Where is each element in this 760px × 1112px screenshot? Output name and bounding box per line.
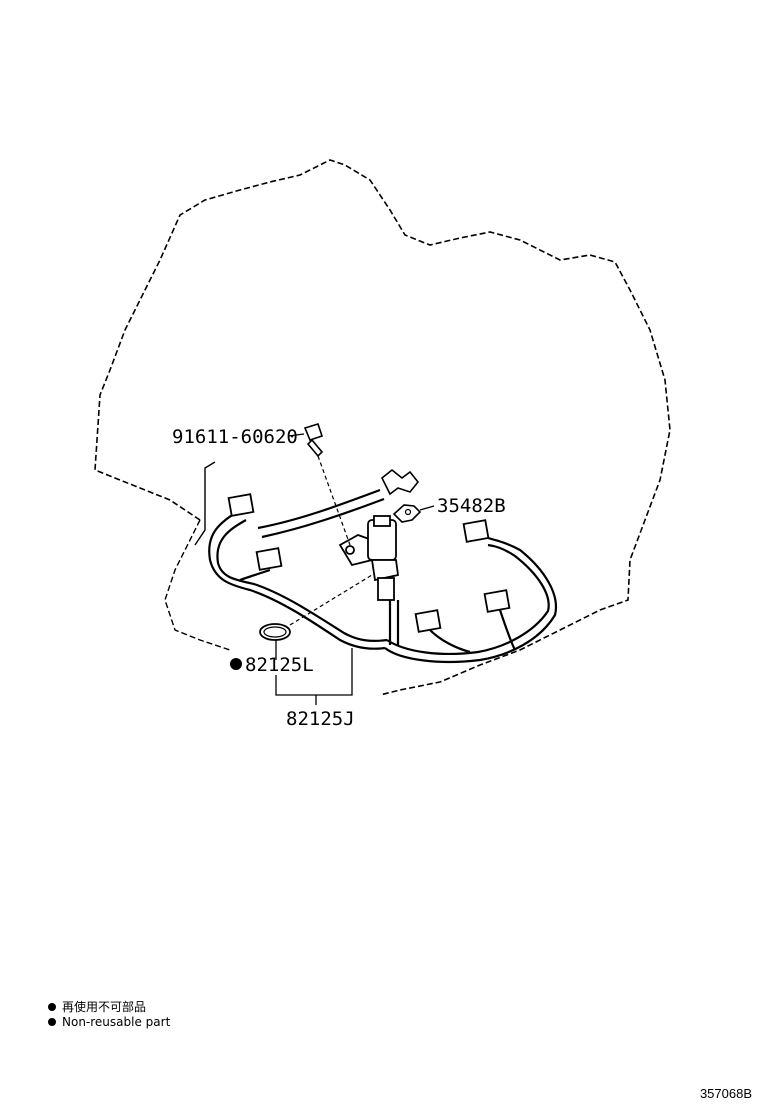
transmission-housing-outline	[94, 159, 671, 696]
connector-left-upper	[227, 493, 255, 517]
label-clamp: 35482B	[437, 495, 506, 517]
legend-japanese: 再使用不可部品	[48, 998, 146, 1015]
wire-harness	[208, 488, 558, 663]
oring-inner	[263, 626, 287, 638]
label-harness: 82125J	[286, 708, 355, 730]
assembly-dashed-lines	[289, 455, 373, 626]
bolt-part	[303, 423, 324, 458]
connector-right-upper	[462, 519, 490, 543]
bullet-icon	[48, 1018, 56, 1026]
figure-id: 357068B	[699, 1086, 752, 1101]
connector-center-lower	[414, 609, 442, 633]
legend-english: Non-reusable part	[48, 1015, 170, 1029]
speed-sensor	[338, 515, 400, 601]
label-leader-lines	[275, 433, 435, 705]
connector-left-lower	[255, 547, 283, 571]
legend-japanese-text: 再使用不可部品	[62, 1000, 147, 1014]
bullet-icon	[48, 1002, 56, 1011]
housing-bracket	[194, 461, 216, 546]
legend-english-text: Non-reusable part	[62, 1015, 171, 1029]
oring-part	[259, 623, 291, 641]
connectors	[227, 493, 511, 633]
housing-lower-left	[164, 519, 231, 651]
connector-right-mid	[483, 589, 511, 613]
non-reusable-marker	[230, 658, 242, 670]
clamp-part	[392, 504, 422, 523]
label-oring: 82125L	[245, 654, 314, 676]
label-bolt: 91611-60620	[172, 426, 298, 448]
harness-clip	[380, 468, 420, 496]
clamp-hole	[404, 508, 412, 516]
